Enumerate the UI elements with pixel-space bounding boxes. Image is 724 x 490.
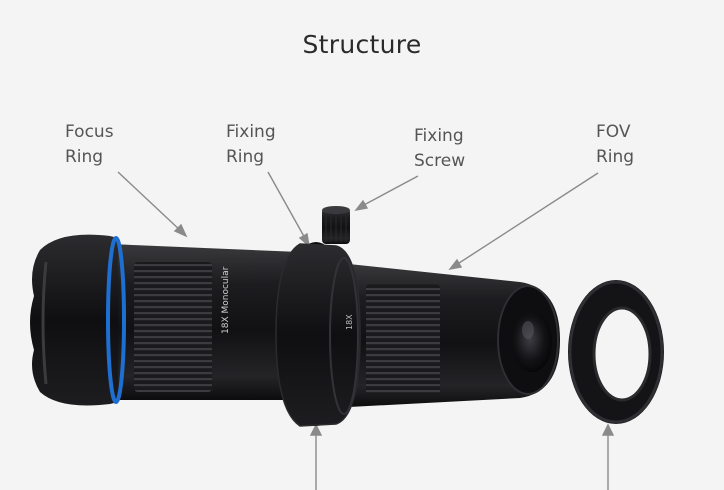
diagram-title: Structure — [302, 30, 422, 59]
front-glass — [512, 312, 552, 372]
fov-knurl — [366, 284, 440, 396]
blue-accent-ring — [106, 236, 126, 404]
label-fov-ring-line2: Ring — [596, 147, 635, 167]
label-fixing-ring-line2: Ring — [226, 147, 265, 167]
label-fov-ring: FOV Ring — [596, 120, 634, 170]
label-fixing-ring: Fixing Ring — [226, 120, 276, 170]
label-focus-ring-line2: Ring — [65, 147, 104, 167]
rear-cap-ridge — [41, 261, 48, 385]
label-fixing-screw: Fixing Screw — [414, 124, 465, 174]
label-fixing-screw-line2: Screw — [414, 151, 466, 171]
bottom-arrow-left — [309, 423, 323, 490]
label-focus-ring-line1: Focus — [65, 122, 114, 142]
focus-ring-arrow — [117, 171, 188, 238]
label-fixing-ring-line1: Fixing — [226, 122, 276, 142]
fov-ring-arrow — [448, 172, 599, 271]
fixing-ring — [275, 243, 361, 427]
bottom-arrow-right — [601, 423, 615, 490]
arrows — [117, 171, 615, 490]
telephoto-lens: 18X Monocular 18X — [30, 206, 560, 427]
lens-marking-short: 18X — [345, 314, 354, 330]
fov-ring-piece — [568, 280, 664, 424]
label-fov-ring-line1: FOV — [596, 122, 631, 142]
fixing-ring-arrow — [267, 171, 311, 248]
fixing-screw-arrow — [354, 175, 419, 212]
rear-cap — [30, 234, 118, 406]
lens-marking: 18X Monocular — [221, 266, 231, 334]
label-focus-ring: Focus Ring — [65, 120, 114, 170]
label-fixing-screw-line1: Fixing — [414, 126, 464, 146]
focus-knurl — [134, 262, 212, 392]
